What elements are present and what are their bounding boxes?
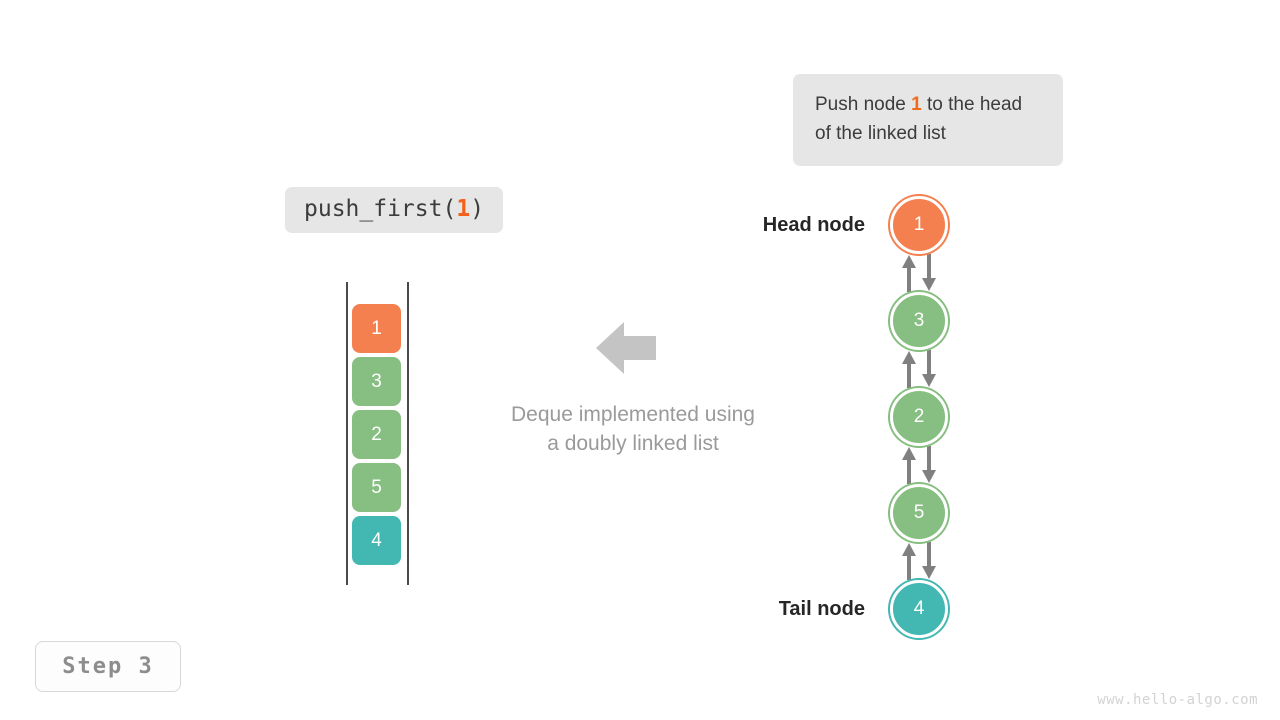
bidirectional-arrow-icon <box>890 254 948 292</box>
callout-suffix: to the head of the linked list <box>815 94 1023 144</box>
watermark: www.hello-algo.com <box>1097 692 1258 708</box>
callout-box: Push node 1 to the head of the linked li… <box>793 74 1063 166</box>
array-cell: 1 <box>352 304 401 353</box>
arrow-left-icon <box>596 320 656 376</box>
linked-list-node: 3 <box>890 292 948 350</box>
caption-line-2: a doubly linked list <box>547 432 719 455</box>
array-guide-line-right <box>407 282 409 585</box>
code-argument: 1 <box>456 196 471 222</box>
doubly-linked-list: 1 Head node 3 2 5 4 Tail node <box>750 190 1010 650</box>
caption-line-1: Deque implemented using <box>511 403 755 426</box>
linked-list-node: 5 <box>890 484 948 542</box>
callout-prefix: Push node <box>815 94 912 115</box>
linked-list-node: 2 <box>890 388 948 446</box>
diagram-caption: Deque implemented using a doubly linked … <box>443 400 823 458</box>
code-suffix: ) <box>470 196 485 222</box>
tail-node-label: Tail node <box>778 598 865 620</box>
callout-highlight-value: 1 <box>911 94 922 115</box>
linked-list-node: 4 <box>890 580 948 638</box>
step-badge: Step 3 <box>35 641 181 692</box>
head-node-label: Head node <box>762 214 865 236</box>
linked-list-node: 1 <box>890 196 948 254</box>
code-prefix: push_first( <box>304 196 457 222</box>
operation-code-chip: push_first(1) <box>285 187 504 233</box>
array-cell: 5 <box>352 463 401 512</box>
bidirectional-arrow-icon <box>890 542 948 580</box>
array-guide-line-left <box>346 282 348 585</box>
bidirectional-arrow-icon <box>890 446 948 484</box>
array-cell: 3 <box>352 357 401 406</box>
bidirectional-arrow-icon <box>890 350 948 388</box>
array-cell: 2 <box>352 410 401 459</box>
array-cell: 4 <box>352 516 401 565</box>
